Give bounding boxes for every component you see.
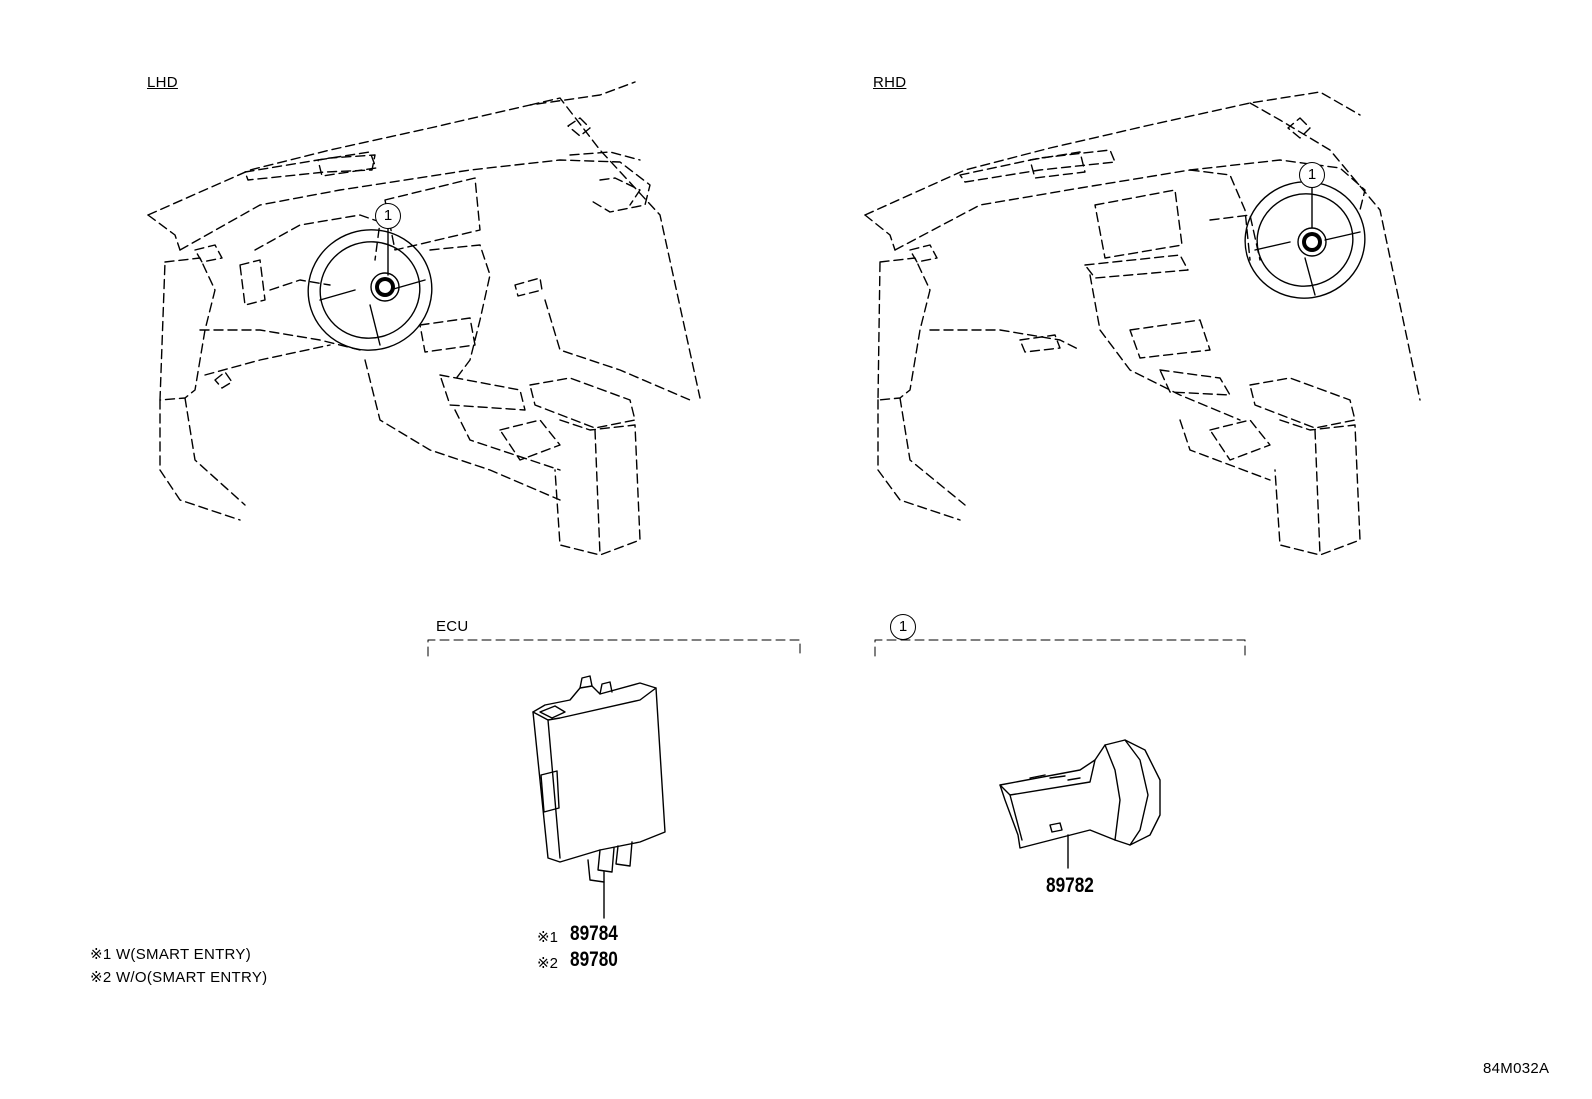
ecu-part-1-mark: ※1	[537, 929, 558, 946]
ecu-part-1-number[interactable]: 89784	[570, 922, 618, 945]
switch-group-marker: 1	[890, 614, 916, 640]
lhd-callout-marker: 1	[375, 203, 401, 229]
diagram-code: 84M032A	[1483, 1060, 1550, 1077]
switch-group-bracket	[874, 639, 1246, 657]
note-smart-entry: ※1 W(SMART ENTRY)	[90, 946, 252, 963]
ecu-part-2-mark: ※2	[537, 955, 558, 972]
lhd-view-label: LHD	[147, 74, 178, 91]
ecu-unit-drawing	[532, 675, 666, 919]
rhd-view-label: RHD	[873, 74, 907, 91]
switch-part-number[interactable]: 89782	[1046, 874, 1094, 897]
ecu-part-2-number[interactable]: 89780	[570, 948, 618, 971]
note-no-smart-entry: ※2 W/O(SMART ENTRY)	[90, 969, 268, 986]
rhd-callout-marker: 1	[1299, 162, 1325, 188]
switch-unit-drawing	[999, 739, 1161, 869]
lhd-dashboard-drawing	[147, 81, 701, 556]
ecu-group-bracket	[427, 639, 801, 657]
rhd-dashboard-drawing	[864, 91, 1421, 556]
ecu-group-label: ECU	[436, 618, 469, 635]
